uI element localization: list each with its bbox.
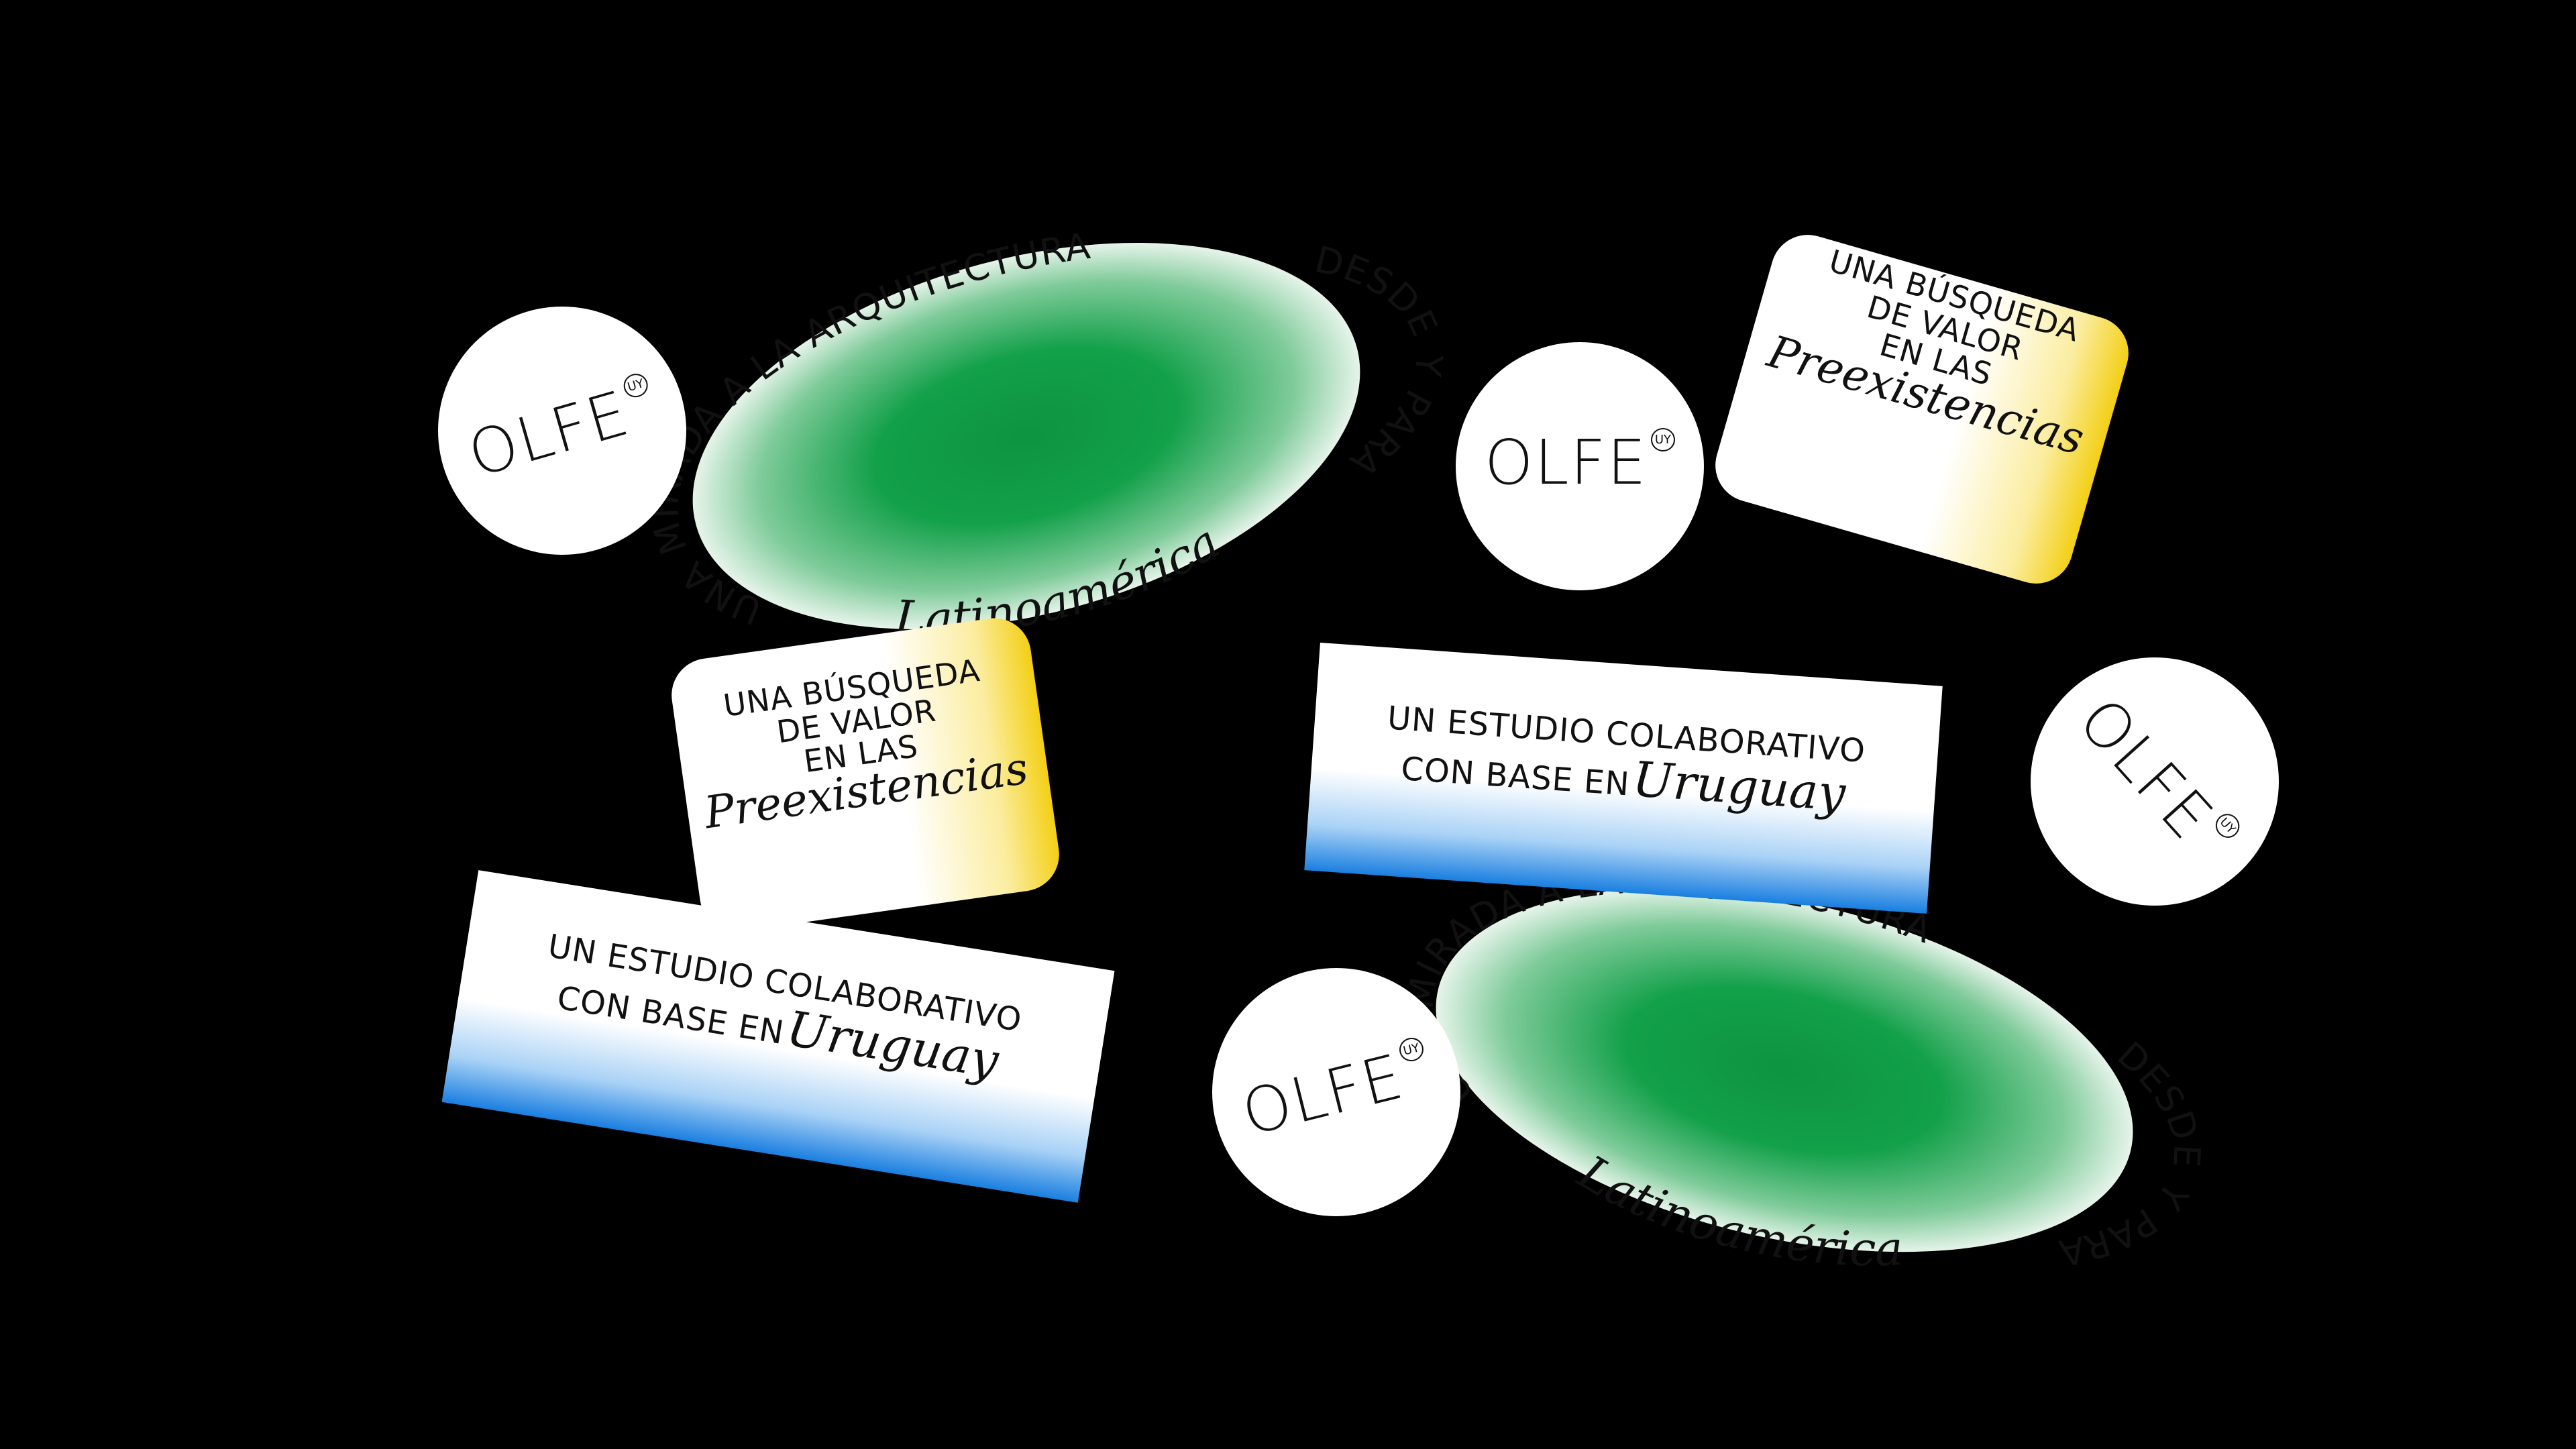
logo-2-wordmark: OLFE xyxy=(1485,427,1648,498)
rect-sticker-2 xyxy=(1304,642,1943,914)
rounded-sticker-1 xyxy=(1715,235,2129,584)
logo-circle-1 xyxy=(438,307,686,555)
oval-sticker-1: UNA MIRADA A LA ARQUITECTURA DESDE Y PAR… xyxy=(596,213,1481,674)
rect-2-line2-caps: CON BASE EN xyxy=(1399,749,1631,804)
logo-circle-4 xyxy=(1212,968,1460,1216)
rounded-sticker-2 xyxy=(672,618,1059,932)
logo-circle-3 xyxy=(2031,657,2279,906)
logo-2: OLFE UY xyxy=(1479,427,1680,498)
logo-2-badge: UY xyxy=(1650,428,1675,451)
logo-circle-2 xyxy=(1456,342,1704,590)
rect-sticker-1 xyxy=(441,870,1115,1203)
